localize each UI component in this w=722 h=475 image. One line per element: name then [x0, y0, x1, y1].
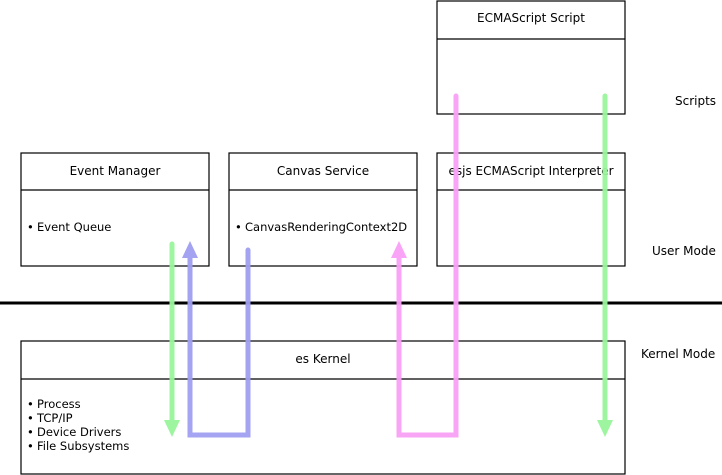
canvas-context-bullet: •	[235, 220, 242, 234]
green-event-to-kernel-arrow	[164, 241, 180, 437]
canvas-rendering-context-item: CanvasRenderingContext2D	[245, 220, 407, 234]
event-queue-item: Event Queue	[37, 220, 111, 234]
process-bullet: •	[27, 397, 34, 411]
tcpip-bullet: •	[27, 411, 34, 425]
es-kernel-box: es Kernel • Process • TCP/IP • Device Dr…	[20, 340, 626, 475]
event-manager-box: Event Manager • Event Queue	[20, 152, 210, 267]
file-subsystems-bullet: •	[27, 439, 34, 453]
ecmascript-script-title: ECMAScript Script	[477, 11, 585, 25]
es-kernel-title: es Kernel	[295, 352, 350, 366]
user-mode-layer-label: User Mode	[652, 244, 716, 258]
scripts-layer-label: Scripts	[675, 94, 716, 108]
canvas-service-box: Canvas Service • CanvasRenderingContext2…	[228, 152, 418, 267]
kernel-mode-layer-label: Kernel Mode	[641, 347, 715, 361]
pink-script-to-canvas-arrow	[391, 93, 459, 438]
canvas-service-title: Canvas Service	[277, 164, 369, 178]
green-script-to-kernel-arrow	[597, 93, 613, 437]
esjs-interpreter-title: esjs ECMAScript Interpreter	[448, 164, 613, 178]
process-item: Process	[37, 397, 81, 411]
tcpip-item: TCP/IP	[36, 411, 73, 425]
blue-canvas-to-event-arrow	[182, 241, 251, 438]
device-drivers-item: Device Drivers	[37, 425, 121, 439]
esjs-interpreter-box: esjs ECMAScript Interpreter	[436, 152, 626, 267]
event-manager-title: Event Manager	[70, 164, 161, 178]
device-drivers-bullet: •	[27, 425, 34, 439]
file-subsystems-item: File Subsystems	[37, 439, 129, 453]
event-queue-bullet: •	[27, 220, 34, 234]
ecmascript-script-box: ECMAScript Script	[436, 0, 626, 115]
